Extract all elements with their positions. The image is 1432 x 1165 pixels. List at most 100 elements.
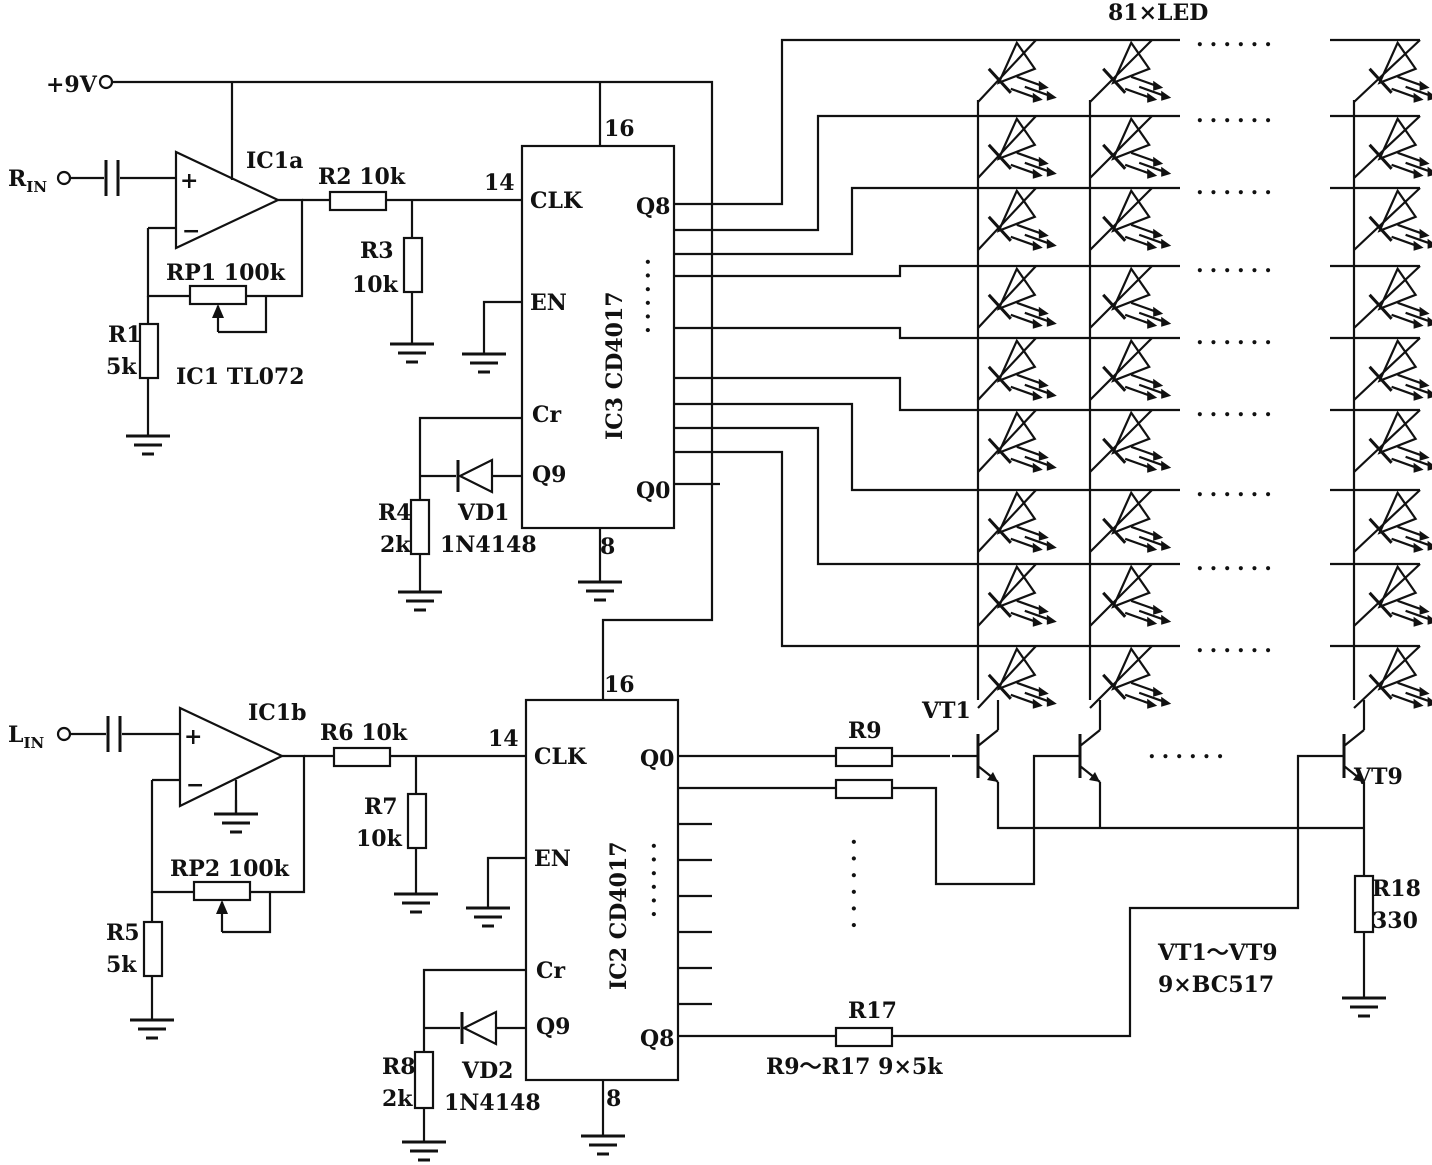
led xyxy=(1353,39,1432,103)
led xyxy=(1353,409,1432,473)
r9-r17-label: R9～R17 9×5k xyxy=(766,1054,943,1080)
r5-resistor xyxy=(142,920,164,978)
led xyxy=(977,115,1057,179)
svg-text:......: ...... xyxy=(1196,476,1278,502)
vd1-label: VD1 xyxy=(457,500,509,526)
ic3-pin16: 16 xyxy=(604,116,635,142)
vd2-type: 1N4148 xyxy=(444,1090,541,1116)
led xyxy=(1353,265,1432,329)
r1-label: R1 xyxy=(108,322,142,348)
svg-text:......: ...... xyxy=(1196,174,1278,200)
ic2-output-lines xyxy=(678,746,1318,1048)
ic3-cr: Cr xyxy=(532,402,562,428)
led xyxy=(1089,563,1172,627)
ic3-clk: CLK xyxy=(530,188,583,214)
ic2-label: IC2 CD4017 xyxy=(606,841,632,990)
led xyxy=(977,563,1057,627)
rp1-label: RP1 100k xyxy=(166,260,286,286)
led-matrix-label: 81×LED xyxy=(1108,0,1208,26)
rp2-pot xyxy=(192,880,252,902)
r-in-terminal xyxy=(56,170,72,186)
r-in-label: RIN xyxy=(8,166,47,196)
led xyxy=(1353,187,1432,251)
ic3-output-lines xyxy=(674,38,1180,648)
svg-text:......: ...... xyxy=(1196,26,1278,52)
led xyxy=(1089,39,1172,103)
ic2-q0: Q0 xyxy=(640,746,674,772)
r5-value: 5k xyxy=(106,952,137,978)
svg-text:......: ...... xyxy=(1196,324,1278,350)
opamp-minus: − xyxy=(182,218,200,244)
r7-label: R7 xyxy=(364,794,398,820)
ic3-q0: Q0 xyxy=(636,478,670,504)
led xyxy=(1089,645,1172,709)
led xyxy=(1089,187,1172,251)
ic2-q9: Q9 xyxy=(536,1014,570,1040)
r4-label: R4 xyxy=(378,500,412,526)
svg-text:......: ...... xyxy=(1148,738,1230,764)
ic2-dots: ...... xyxy=(646,842,672,924)
led xyxy=(1089,265,1172,329)
r18-label: R18 xyxy=(1372,876,1421,902)
r3-label: R3 xyxy=(360,238,394,264)
ic2-q8: Q8 xyxy=(640,1026,674,1052)
r3-value: 10k xyxy=(352,272,399,298)
r5-label: R5 xyxy=(106,920,140,946)
led xyxy=(1353,645,1432,709)
opamp-ic1a xyxy=(174,150,281,250)
r4-resistor xyxy=(409,498,431,556)
resistor-vdots: ...... xyxy=(846,838,872,938)
ic2-pin14: 14 xyxy=(488,726,519,752)
vt-range-label: VT1～VT9 xyxy=(1157,940,1278,966)
ic1b-label: IC1b xyxy=(248,700,307,726)
ic2-pin8: 8 xyxy=(606,1086,621,1112)
r1-resistor xyxy=(138,322,160,380)
ic2-pin16: 16 xyxy=(604,672,635,698)
r6-resistor xyxy=(332,746,392,768)
svg-text:......: ...... xyxy=(1196,550,1278,576)
ic3-pin8: 8 xyxy=(600,534,615,560)
ic2-clk: CLK xyxy=(534,744,587,770)
led xyxy=(1089,337,1172,401)
r9-label: R9 xyxy=(848,718,882,744)
led xyxy=(977,489,1057,553)
r8-value: 2k xyxy=(382,1086,413,1112)
led xyxy=(1089,115,1172,179)
r4-value: 2k xyxy=(380,532,411,558)
r2-resistor xyxy=(328,190,388,212)
ic3-en: EN xyxy=(530,290,567,316)
vt2-transistor xyxy=(1052,728,1102,784)
led xyxy=(1353,563,1432,627)
r6-label: R6 10k xyxy=(320,720,408,746)
led xyxy=(977,645,1057,709)
r8-label: R8 xyxy=(382,1054,416,1080)
ic3-q8: Q8 xyxy=(636,194,670,220)
led xyxy=(977,265,1057,329)
led xyxy=(977,409,1057,473)
led-grid xyxy=(976,39,1432,709)
svg-text:......: ...... xyxy=(1196,396,1278,422)
r3-resistor xyxy=(402,236,424,294)
row-right-stubs xyxy=(1330,38,1420,648)
r18-resistor xyxy=(1353,874,1375,934)
r7-value: 10k xyxy=(356,826,403,852)
opamp-b-minus: − xyxy=(186,772,204,798)
ic3-q9: Q9 xyxy=(532,462,566,488)
led xyxy=(1353,489,1432,553)
led xyxy=(1353,115,1432,179)
svg-text:......: ...... xyxy=(1196,632,1278,658)
supply-label: +9V xyxy=(46,72,98,98)
r1-value: 5k xyxy=(106,354,137,380)
r8-resistor xyxy=(413,1050,435,1110)
opamp-b-plus: + xyxy=(184,724,202,750)
ic2-cr: Cr xyxy=(536,958,566,984)
ic3-chip xyxy=(520,144,676,530)
opamp-plus: + xyxy=(180,168,198,194)
led xyxy=(1089,409,1172,473)
led xyxy=(977,39,1057,103)
svg-text:......: ...... xyxy=(1196,102,1278,128)
ic3-label: IC3 CD4017 xyxy=(602,291,628,440)
r2-label: R2 10k xyxy=(318,164,406,190)
ic3-pin14: 14 xyxy=(484,170,515,196)
